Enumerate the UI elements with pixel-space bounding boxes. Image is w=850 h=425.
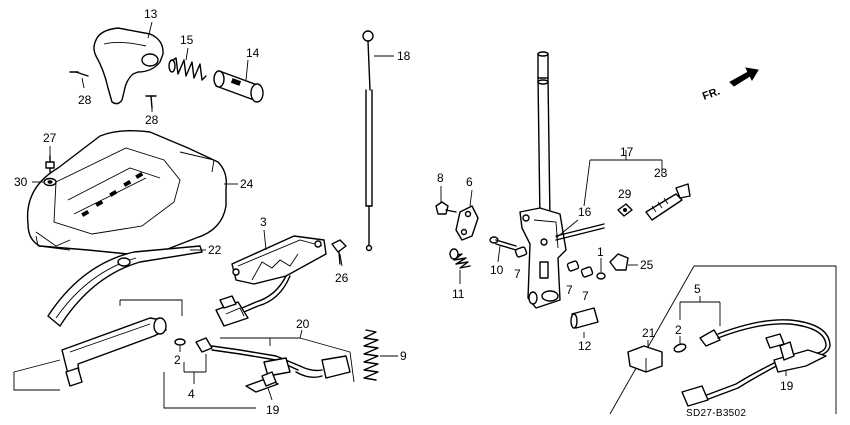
knob-spring[interactable] — [168, 57, 207, 81]
leader-6 — [469, 189, 473, 207]
callout-8: 8 — [437, 171, 444, 185]
callout-30: 30 — [14, 175, 28, 189]
leader-26 — [339, 253, 343, 267]
callout-3: 3 — [260, 215, 267, 229]
pivot-bolt[interactable] — [555, 223, 605, 241]
indicator-bracket[interactable] — [61, 317, 167, 387]
collar-b[interactable] — [580, 266, 594, 278]
callout-22: 22 — [208, 243, 222, 257]
callout-19a: 19 — [266, 403, 280, 417]
shift-pin[interactable] — [489, 236, 517, 251]
callout-4: 4 — [188, 387, 195, 401]
solenoid-harness[interactable] — [215, 275, 291, 327]
callout-24: 24 — [240, 177, 254, 191]
callout-18: 18 — [397, 49, 411, 63]
callout-6: 6 — [466, 175, 473, 189]
shift-lock-solenoid[interactable] — [231, 235, 327, 285]
callout-7b: 7 — [566, 283, 573, 297]
callout-17: 17 — [620, 145, 634, 159]
callout-14: 14 — [246, 46, 260, 60]
detent-plunger[interactable] — [645, 183, 691, 221]
leader-13 — [147, 21, 153, 39]
callout-28b: 28 — [145, 113, 159, 127]
indicator-slide-plate[interactable] — [47, 245, 203, 327]
callout-23: 23 — [654, 166, 668, 180]
leader-19a — [267, 387, 273, 401]
shift-rod[interactable] — [362, 30, 374, 252]
callout-4-bracket — [183, 354, 207, 384]
indicator-bulb[interactable] — [174, 338, 186, 346]
callout-26: 26 — [335, 271, 349, 285]
callout-5: 5 — [694, 282, 701, 296]
bracket-group-frame — [13, 299, 183, 391]
callout-19b: 19 — [780, 379, 794, 393]
callout-9: 9 — [400, 349, 407, 363]
callout-27: 27 — [43, 131, 57, 145]
leader-10 — [497, 245, 501, 263]
leader-20 — [299, 329, 303, 339]
front-direction-label: FR. — [701, 85, 722, 102]
lever-sleeve[interactable] — [570, 307, 599, 329]
console-screw[interactable] — [45, 155, 55, 173]
callout-10: 10 — [490, 263, 504, 277]
callout-7c: 7 — [582, 289, 589, 303]
callout-17-bracket — [583, 150, 663, 207]
inset-socket[interactable] — [627, 345, 663, 373]
harness-clip-right[interactable] — [773, 341, 827, 373]
leader-3 — [263, 229, 267, 251]
harness-clip-left[interactable] — [245, 371, 279, 393]
callout-5-bracket — [679, 296, 721, 326]
lower-group-frame — [163, 372, 256, 409]
knob-screw-right[interactable] — [145, 95, 157, 109]
return-spring[interactable] — [363, 329, 379, 381]
diagram-code: SD27-B3502 — [686, 408, 746, 419]
callout-2a: 2 — [174, 353, 181, 367]
console-washer[interactable] — [43, 177, 57, 187]
callout-29: 29 — [618, 187, 632, 201]
inset-frame — [609, 265, 837, 415]
collar-c[interactable] — [514, 246, 528, 258]
callout-20-bracket — [220, 337, 355, 383]
detent-spring[interactable] — [449, 248, 471, 269]
callout-13: 13 — [144, 7, 158, 21]
callout-21: 21 — [642, 326, 656, 340]
callout-28a: 28 — [78, 93, 92, 107]
link-bolt[interactable] — [435, 201, 457, 215]
front-arrow-icon — [729, 67, 759, 87]
leader-28a — [81, 77, 85, 89]
callout-2b: 2 — [675, 323, 682, 337]
shift-lever-shaft[interactable] — [537, 51, 551, 221]
collar-a[interactable] — [566, 260, 580, 272]
leader-15 — [185, 47, 189, 61]
callout-12: 12 — [578, 339, 592, 353]
detent-nut[interactable] — [617, 203, 633, 217]
callout-25: 25 — [640, 258, 654, 272]
inset-bulb[interactable] — [673, 343, 687, 354]
callout-11: 11 — [452, 287, 465, 301]
leader-14 — [245, 59, 249, 81]
cap-nut[interactable] — [609, 253, 629, 271]
indicator-harness[interactable] — [211, 345, 351, 379]
shift-knob[interactable] — [93, 27, 164, 105]
callout-20: 20 — [296, 317, 310, 331]
callout-1: 1 — [597, 245, 604, 259]
bulb-socket[interactable] — [195, 337, 213, 353]
shift-lever-bracket[interactable] — [519, 207, 567, 309]
console-panel[interactable] — [26, 129, 228, 255]
callout-7a: 7 — [514, 267, 521, 281]
knob-screw-left[interactable] — [69, 71, 89, 77]
knob-push-button[interactable] — [213, 70, 264, 103]
callout-15: 15 — [180, 33, 194, 47]
callout-16: 16 — [578, 205, 592, 219]
small-nut[interactable] — [596, 272, 606, 280]
shift-link[interactable] — [455, 205, 479, 241]
solenoid-bolt[interactable] — [331, 239, 347, 265]
